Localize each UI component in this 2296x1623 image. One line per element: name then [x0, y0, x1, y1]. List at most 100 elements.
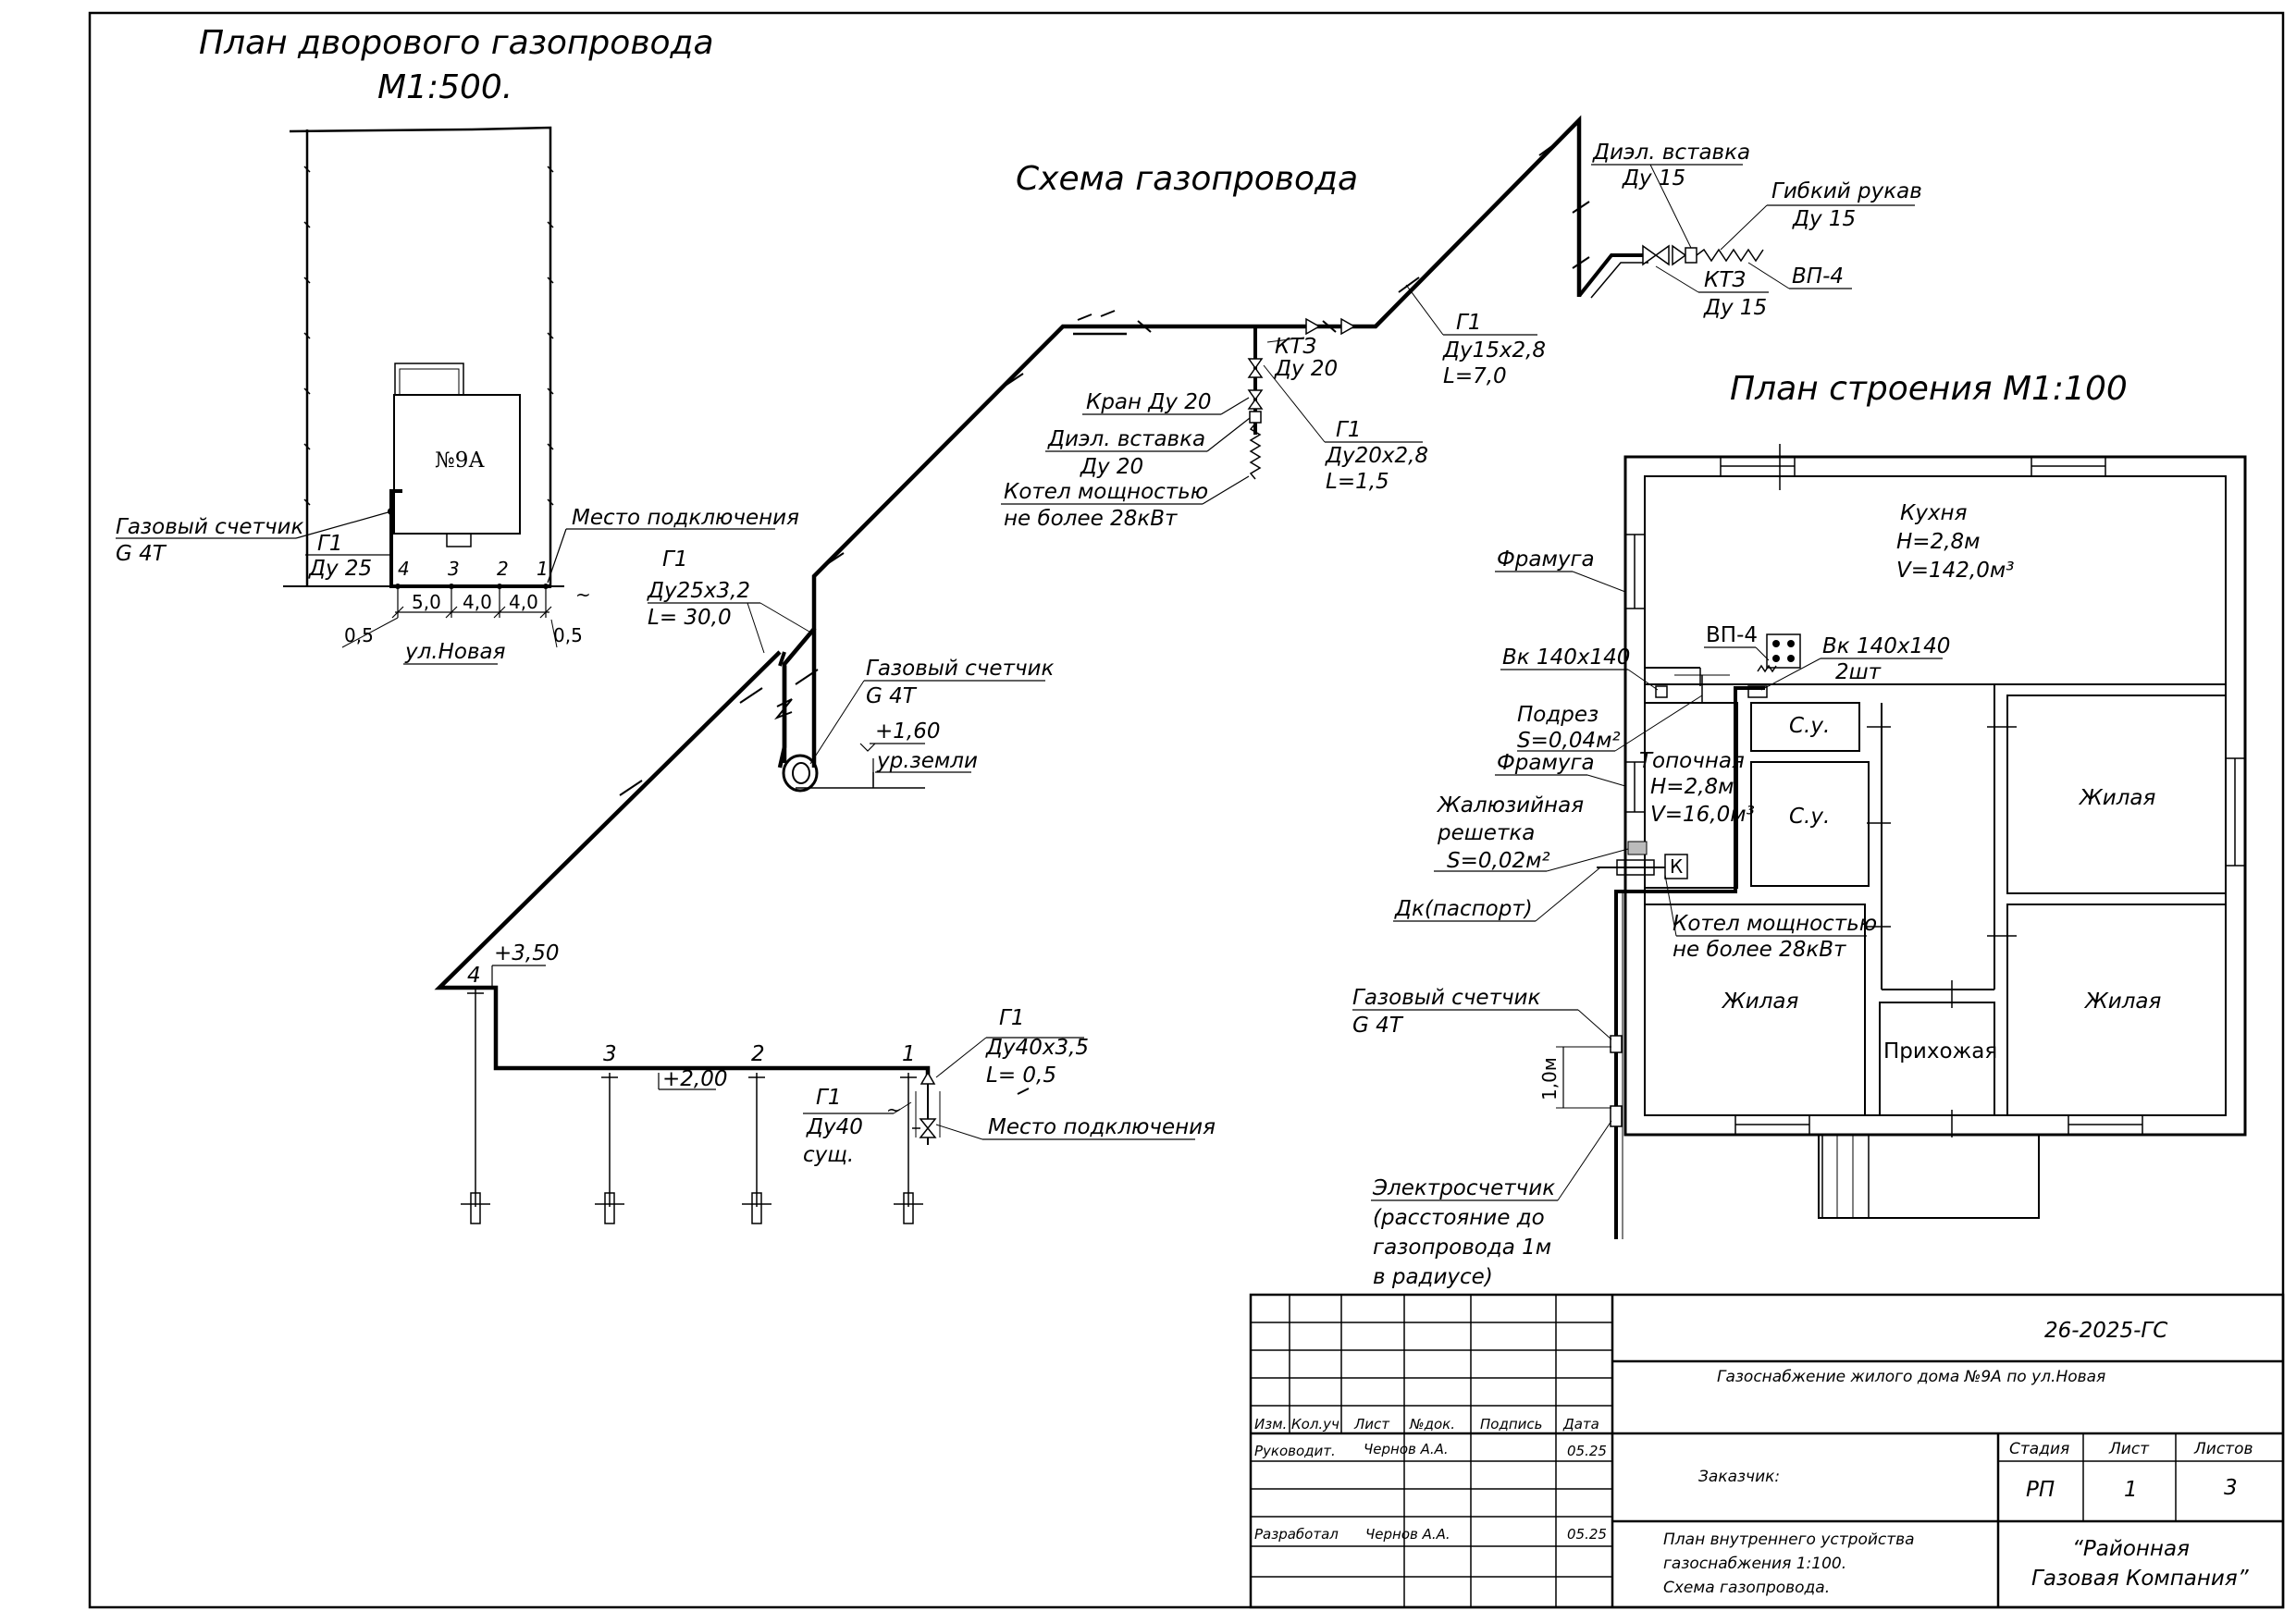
yard-point-4: 4 — [398, 558, 410, 580]
framuga-mid-leader-diag — [1586, 774, 1626, 787]
yard-point-1: 1 — [537, 558, 549, 580]
flex-hose-15 — [1696, 248, 1764, 263]
tb-stage-h: Стадия — [2009, 1440, 2069, 1458]
tb-row2-role: Разработал — [1254, 1526, 1339, 1543]
tb-sheet: 1 — [2124, 1478, 2138, 1502]
dielectric20-leader-diag — [1206, 417, 1251, 452]
elec-leader-diag — [1557, 1120, 1612, 1201]
yard-du-label: Ду 25 — [308, 557, 372, 581]
ground-label: ур.земли — [876, 749, 978, 773]
ktz20-du: Ду 20 — [1274, 357, 1338, 381]
framuga-mid: Фрамуга — [1497, 751, 1595, 775]
tb-company-line2: Газовая Компания” — [2031, 1567, 2250, 1591]
plan-meter-label: Газовый счетчик — [1352, 986, 1541, 1010]
yard-point-3: 3 — [448, 558, 460, 580]
vp4-leader — [1747, 262, 1790, 289]
pipe-supports — [461, 990, 923, 1224]
inlet-valve-bottom — [919, 1118, 937, 1138]
exist-du: Ду40 — [806, 1115, 863, 1139]
meter-loop-outer — [782, 754, 819, 793]
scheme-connection-label: Место подключения — [988, 1115, 1216, 1139]
vp4-plan-leader-diag — [1755, 646, 1770, 661]
vk-right-leader-diag — [1760, 658, 1821, 691]
yard-side-dim-right: 0,5 — [553, 624, 583, 646]
support-1: 1 — [902, 1042, 916, 1066]
tb-project: Газоснабжение жилого дома №9А по ул.Нова… — [1717, 1368, 2105, 1386]
house-label: №9А — [435, 449, 485, 473]
title-block — [1249, 1293, 2285, 1609]
su1-label: С.у. — [1789, 714, 1830, 738]
main-leader-2 — [747, 602, 765, 654]
grille-leader-diag — [1546, 848, 1629, 872]
exist-g1: Г1 — [816, 1086, 841, 1110]
dielectric15-label: Диэл. вставка — [1592, 141, 1750, 165]
street-label: ул.Новая — [404, 640, 506, 664]
valve20-label: Кран Ду 20 — [1086, 390, 1212, 414]
inlet-valve-top — [920, 1071, 936, 1085]
tb-col-podpis: Подпись — [1480, 1416, 1542, 1432]
branch-size: Ду20х2,8 — [1325, 444, 1428, 468]
porch — [1818, 1134, 2040, 1219]
lower-pipe-joint — [778, 651, 786, 667]
ktz15-valve — [1642, 244, 1670, 266]
building-plan: План строения М1:100 — [1352, 370, 2247, 1289]
boiler-label-line1: Котел мощностью — [1004, 480, 1208, 504]
kitchen-h: H=2,8м — [1896, 530, 1981, 554]
vk-right: Вк 140х140 — [1822, 634, 1950, 658]
topochnaya-v: V=16,0м³ — [1650, 803, 1755, 827]
plan-elec-meter — [1610, 1105, 1623, 1127]
dielectric15-du: Ду 15 — [1622, 166, 1685, 191]
plan-boiler-mark: К — [1670, 855, 1683, 878]
kitchen-label: Кухня — [1900, 501, 1968, 525]
branch-len: L=1,5 — [1326, 470, 1389, 494]
podrez-s: S=0,04м² — [1517, 729, 1621, 753]
seg-top-len: L=7,0 — [1443, 364, 1507, 388]
flex-du: Ду 15 — [1792, 207, 1856, 231]
inlet-size: Ду40х3,5 — [985, 1036, 1089, 1060]
plan-meter-type: G 4T — [1352, 1014, 1404, 1038]
meter-loop-inner — [792, 762, 810, 784]
exist-leader-diag — [893, 1101, 912, 1114]
top-right-pipe-thin — [1590, 262, 1648, 299]
room-su2 — [1750, 761, 1870, 887]
podrez-leader-diag — [1614, 695, 1703, 752]
framuga-top-leader-diag — [1572, 571, 1626, 593]
ktz15-leader — [1655, 265, 1699, 293]
main-g1: Г1 — [662, 547, 687, 572]
support-2: 2 — [751, 1042, 765, 1066]
gas-scheme: Схема газопровода +1,60 ур.земли — [434, 115, 1922, 1224]
tb-desc-line3: Схема газопровода. — [1663, 1579, 1830, 1597]
tb-code: 26-2025-ГС — [2044, 1319, 2167, 1343]
dielectric15-leader-diag — [1649, 164, 1692, 249]
yard-g1-label: Г1 — [317, 532, 342, 556]
plan-flex — [1757, 664, 1777, 673]
tb-col-list: Лист — [1353, 1416, 1390, 1432]
yard-meter-type: G 4T — [116, 542, 167, 566]
room-hall — [1879, 1002, 1995, 1116]
scheme-connection-leader-diag — [935, 1124, 983, 1140]
yard-side-dim-right-leader — [550, 619, 558, 648]
ktz15-du: Ду 15 — [1703, 296, 1767, 320]
boiler-leader-diag — [1202, 475, 1250, 505]
dielectric20-du: Ду 20 — [1080, 455, 1143, 479]
plan-gas-pipe — [1614, 686, 1765, 1239]
ktz20-leader — [1266, 337, 1305, 343]
ktz20-label: КТЗ — [1275, 335, 1316, 359]
windows — [1624, 456, 2246, 1136]
valve20-symbol-2 — [1247, 389, 1264, 410]
top-right-pipe — [1577, 253, 1652, 298]
yard-point-2: 2 — [497, 558, 509, 580]
yard-side-dim-left: 0,5 — [344, 624, 374, 646]
yard-gas-pipe — [389, 489, 551, 588]
elec-line3: газопровода 1м — [1373, 1236, 1551, 1260]
branch-leader — [1263, 364, 1326, 443]
plan-meter — [1610, 1035, 1623, 1053]
dk-label: Дк(паспорт) — [1394, 897, 1533, 921]
tb-stage: РП — [2026, 1478, 2055, 1502]
boiler-label-line2: не более 28кВт — [1004, 507, 1178, 531]
seg-top-g1: Г1 — [1456, 311, 1481, 335]
main-size: Ду25х3,2 — [647, 579, 750, 603]
grille-s: S=0,02м² — [1447, 849, 1550, 873]
tb-row1-role: Руководит. — [1254, 1443, 1336, 1459]
